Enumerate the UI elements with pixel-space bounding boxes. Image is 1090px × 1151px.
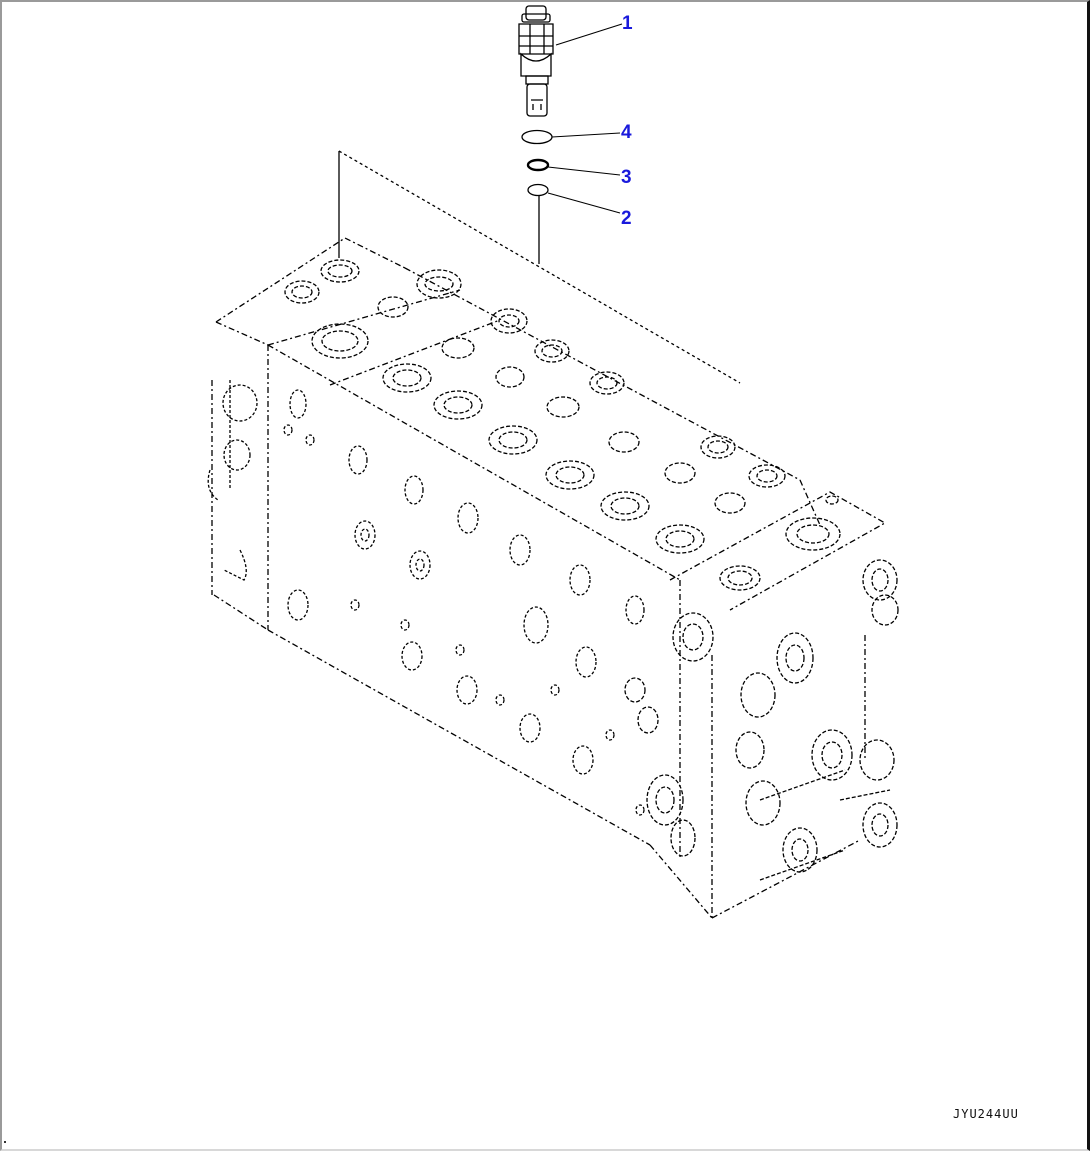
callout-2: 2 — [621, 208, 632, 229]
callout-3: 3 — [621, 167, 632, 188]
drawing-code: JYU244UU — [953, 1107, 1019, 1121]
callout-4: 4 — [621, 122, 632, 143]
assembly-reference-lines — [338, 150, 741, 384]
relief-valve-part — [518, 5, 554, 117]
o-ring-2 — [527, 183, 549, 197]
right-end-fittings — [624, 559, 899, 881]
leader-lines — [547, 23, 623, 214]
callout-1: 1 — [622, 13, 633, 34]
side-ports — [283, 389, 645, 816]
left-end-plate — [207, 380, 258, 581]
backup-ring-3 — [526, 158, 550, 172]
corner-mark — [4, 1141, 6, 1143]
o-ring-4 — [521, 129, 553, 145]
top-ports — [284, 259, 841, 591]
